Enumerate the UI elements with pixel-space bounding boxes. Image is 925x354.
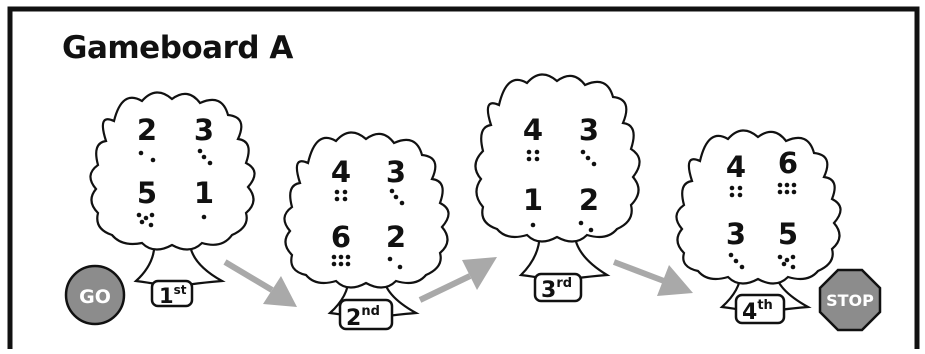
braille-cell [728,182,797,270]
place-suffix: rd [556,276,572,291]
tree-3rd-number-1: 4 [523,113,543,147]
place-badge-3rd [533,272,583,303]
tree-3rd-number-3: 1 [523,183,543,217]
place-number: 2 [346,306,361,331]
tree-1st-canopy [89,91,256,251]
svg-text:2nd: 2nd [346,304,380,331]
place-badge-2nd [338,298,394,331]
braille-cell [136,148,213,228]
tree-4th-canopy [675,129,842,285]
tree-1st-number-2: 3 [194,113,214,147]
place-number: 3 [541,278,556,303]
tree-4th-number-4: 5 [778,217,798,251]
path-arrow-2 [418,257,497,303]
tree-4th: 4th 4 6 3 5 [675,129,842,325]
tree-3rd: 3rd 4 3 1 2 [474,73,641,303]
place-badge-4th [734,293,786,325]
tree-3rd-number-2: 3 [579,113,599,147]
tree-4th-number-1: 4 [726,150,746,184]
place-suffix: nd [361,304,380,319]
tree-2nd-canopy [283,131,450,289]
tree-1st-number-1: 2 [137,113,157,147]
tree-4th-number-3: 3 [726,217,746,251]
go-label: GO [79,286,111,308]
tree-2nd-number-4: 2 [386,220,406,254]
go-space: GO [64,264,126,326]
tree-1st-number-3: 5 [137,176,157,210]
place-suffix: st [174,283,187,297]
braille-cell [331,188,405,270]
place-suffix: th [757,298,772,313]
tree-1st-number-4: 1 [194,176,214,210]
tree-3rd-canopy [474,73,641,243]
page-title: Gameboard A [62,30,293,66]
place-number: 1 [159,284,174,308]
tree-2nd-number-2: 3 [386,155,406,189]
tree-1st: 1st 2 3 5 1 [89,91,256,308]
place-badge-1st [150,279,194,308]
tree-2nd-number-1: 4 [331,155,351,189]
svg-text:4th: 4th [742,298,773,325]
tree-2nd: 2nd 4 3 6 2 [283,131,450,331]
svg-text:3rd: 3rd [541,276,572,303]
tree-2nd-number-3: 6 [331,220,351,254]
stop-label: STOP [826,291,874,310]
path-arrow-3 [612,259,693,296]
stop-space: STOP [818,268,882,332]
svg-text:1st: 1st [159,283,187,308]
tree-4th-number-2: 6 [778,146,798,180]
path-arrow-1 [223,259,297,307]
place-number: 4 [742,300,757,325]
tree-3rd-number-4: 2 [579,183,599,217]
braille-cell [526,149,597,233]
board-frame [7,6,920,349]
